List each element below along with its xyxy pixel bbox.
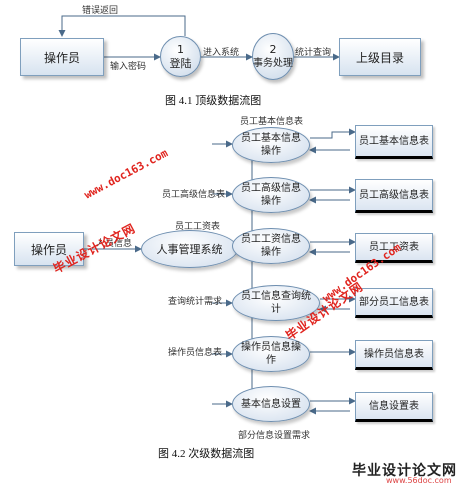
process-basic-info-label: 员工基本信息操作 <box>241 133 301 157</box>
operator-entity: 操作员 <box>20 38 104 76</box>
process-basic-settings-label: 基本信息设置 <box>241 398 301 410</box>
store-settings: 信息设置表 <box>355 392 433 422</box>
parent-directory-label: 上级目录 <box>355 50 404 65</box>
process-query-stats: 员工信息查询统计 <box>232 285 320 321</box>
process-salary-info: 员工工资信息操作 <box>232 228 310 264</box>
process-operator-info-label: 操作员信息操作 <box>241 342 301 366</box>
site-logo-url: www.56doc.com <box>386 476 452 485</box>
operator-entity-2: 操作员 <box>14 232 84 266</box>
site-logo-cn: 毕业设计论文网 <box>352 463 457 479</box>
transaction-process: 2 事务处理 <box>252 33 294 80</box>
flow-label-advanced-info: 员工高级信息表 <box>162 190 226 200</box>
parent-directory-entity: 上级目录 <box>339 38 421 76</box>
store-partial-staff-info-label: 部分员工信息表 <box>359 296 429 308</box>
process-salary-info-label: 员工工资信息操作 <box>241 234 301 258</box>
process-basic-settings: 基本信息设置 <box>232 386 310 422</box>
store-salary-label: 员工工资表 <box>369 241 419 253</box>
login-process-label: 登陆 <box>169 56 192 70</box>
store-advanced-info-label: 员工高级信息表 <box>359 189 429 201</box>
flow-label-basic-info: 员工基本信息表 <box>240 117 304 127</box>
login-process: 1 登陆 <box>160 36 201 77</box>
site-logo: 毕业设计论文网 www.56doc.com <box>352 462 470 485</box>
transaction-process-label: 事务处理 <box>253 57 293 69</box>
transaction-process-number: 2 <box>269 42 277 56</box>
process-query-stats-label: 员工信息查询统计 <box>241 291 311 315</box>
operator-entity-2-label: 操作员 <box>30 242 67 257</box>
login-process-number: 1 <box>177 42 184 56</box>
flow-label-operator-info: 操作员信息表 <box>168 348 223 358</box>
process-advanced-info: 员工高级信息操作 <box>232 177 310 213</box>
process-advanced-info-label: 员工高级信息操作 <box>241 183 301 207</box>
store-basic-info-label: 员工基本信息表 <box>359 135 429 147</box>
store-operator-info-label: 操作员信息表 <box>364 348 424 360</box>
flow-label-input-password: 输入密码 <box>110 62 147 72</box>
store-basic-info: 员工基本信息表 <box>355 125 433 159</box>
flow-label-staff-info: 人员信息 <box>96 239 133 249</box>
store-salary: 员工工资表 <box>355 233 433 263</box>
flow-label-partial-settings: 部分信息设置需求 <box>238 431 311 441</box>
flow-error-return <box>58 15 186 37</box>
figure-caption-4-1: 图 4.1 顶级数据流图 <box>165 95 262 107</box>
store-settings-label: 信息设置表 <box>369 400 419 412</box>
flow-label-error-return: 错误返回 <box>82 6 119 16</box>
flow-label-enter-system: 进入系统 <box>203 48 240 58</box>
operator-entity-label: 操作员 <box>43 50 80 65</box>
process-operator-info: 操作员信息操作 <box>232 336 310 372</box>
flow-label-stats-query: 统计查询 <box>295 48 332 58</box>
store-partial-staff-info: 部分员工信息表 <box>355 288 433 318</box>
flow-label-query-stats: 查询统计需求 <box>168 297 223 307</box>
store-operator-info: 操作员信息表 <box>355 340 433 370</box>
figure-caption-4-2: 图 4.2 次级数据流图 <box>158 448 255 460</box>
process-basic-info: 员工基本信息操作 <box>232 127 310 163</box>
store-advanced-info: 员工高级信息表 <box>355 179 433 213</box>
hr-system-process: 人事管理系统 <box>141 230 238 268</box>
flow-label-salary: 员工工资表 <box>175 222 221 232</box>
hr-system-label: 人事管理系统 <box>156 242 223 256</box>
